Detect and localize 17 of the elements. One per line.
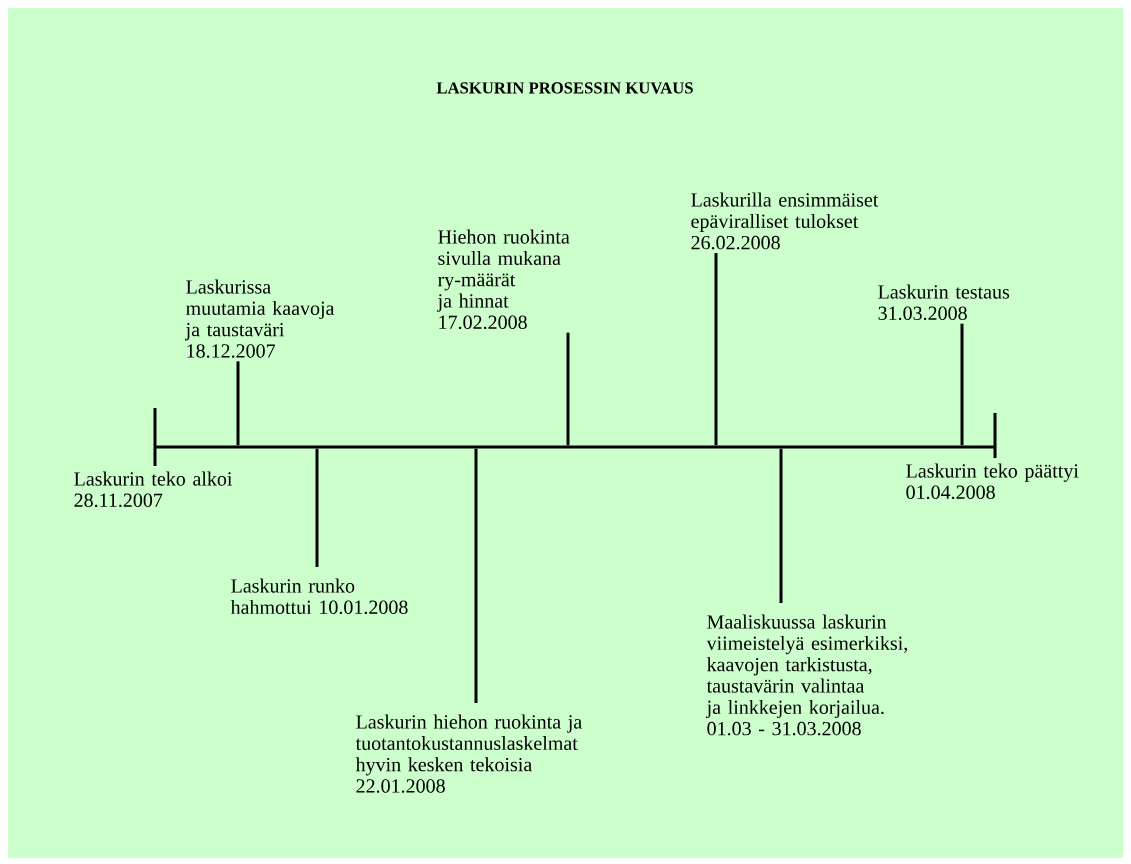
event-label: Laskurissa muutamia kaavoja ja taustaväri 18.12.2007 xyxy=(185,279,335,358)
timeline-stem xyxy=(236,361,240,446)
timeline-stem xyxy=(474,448,478,703)
event-label: Laskurin testaus 31.03.2008 xyxy=(878,284,1010,321)
timeline-stem xyxy=(960,323,964,446)
event-label: Laskurilla ensimmäiset epäviralliset tulokset 26.02.2008 xyxy=(691,192,879,250)
title: LASKURIN PROSESSIN KUVAUS xyxy=(436,82,693,94)
timeline-stem xyxy=(714,253,718,446)
event-label: Hiehon ruokinta sivulla mukana ry-määrät ja hinnat 17.02.2008 xyxy=(437,229,570,330)
timeline-stem xyxy=(779,448,783,603)
event-label: Laskurin runko hahmottui 10.01.2008 xyxy=(230,578,408,615)
timeline-stem xyxy=(315,448,319,567)
timeline-stem xyxy=(566,332,570,446)
event-label: Laskurin teko päättyi 01.04.2008 xyxy=(906,463,1079,500)
event-label: Maaliskuussa laskurin viimeistelyä esimerkiksi, kaavojen tarkistusta, taustavärin valintaa ja linkkejen korjailua. 01.03 - 31.03.2008 xyxy=(706,614,907,736)
event-label: Laskurin teko alkoi 28.11.2007 xyxy=(74,471,233,508)
event-label: Laskurin hiehon ruokinta ja tuotantokustannuslaskelmat hyvin kesken tekoisia 22.01.2008 xyxy=(355,714,582,793)
